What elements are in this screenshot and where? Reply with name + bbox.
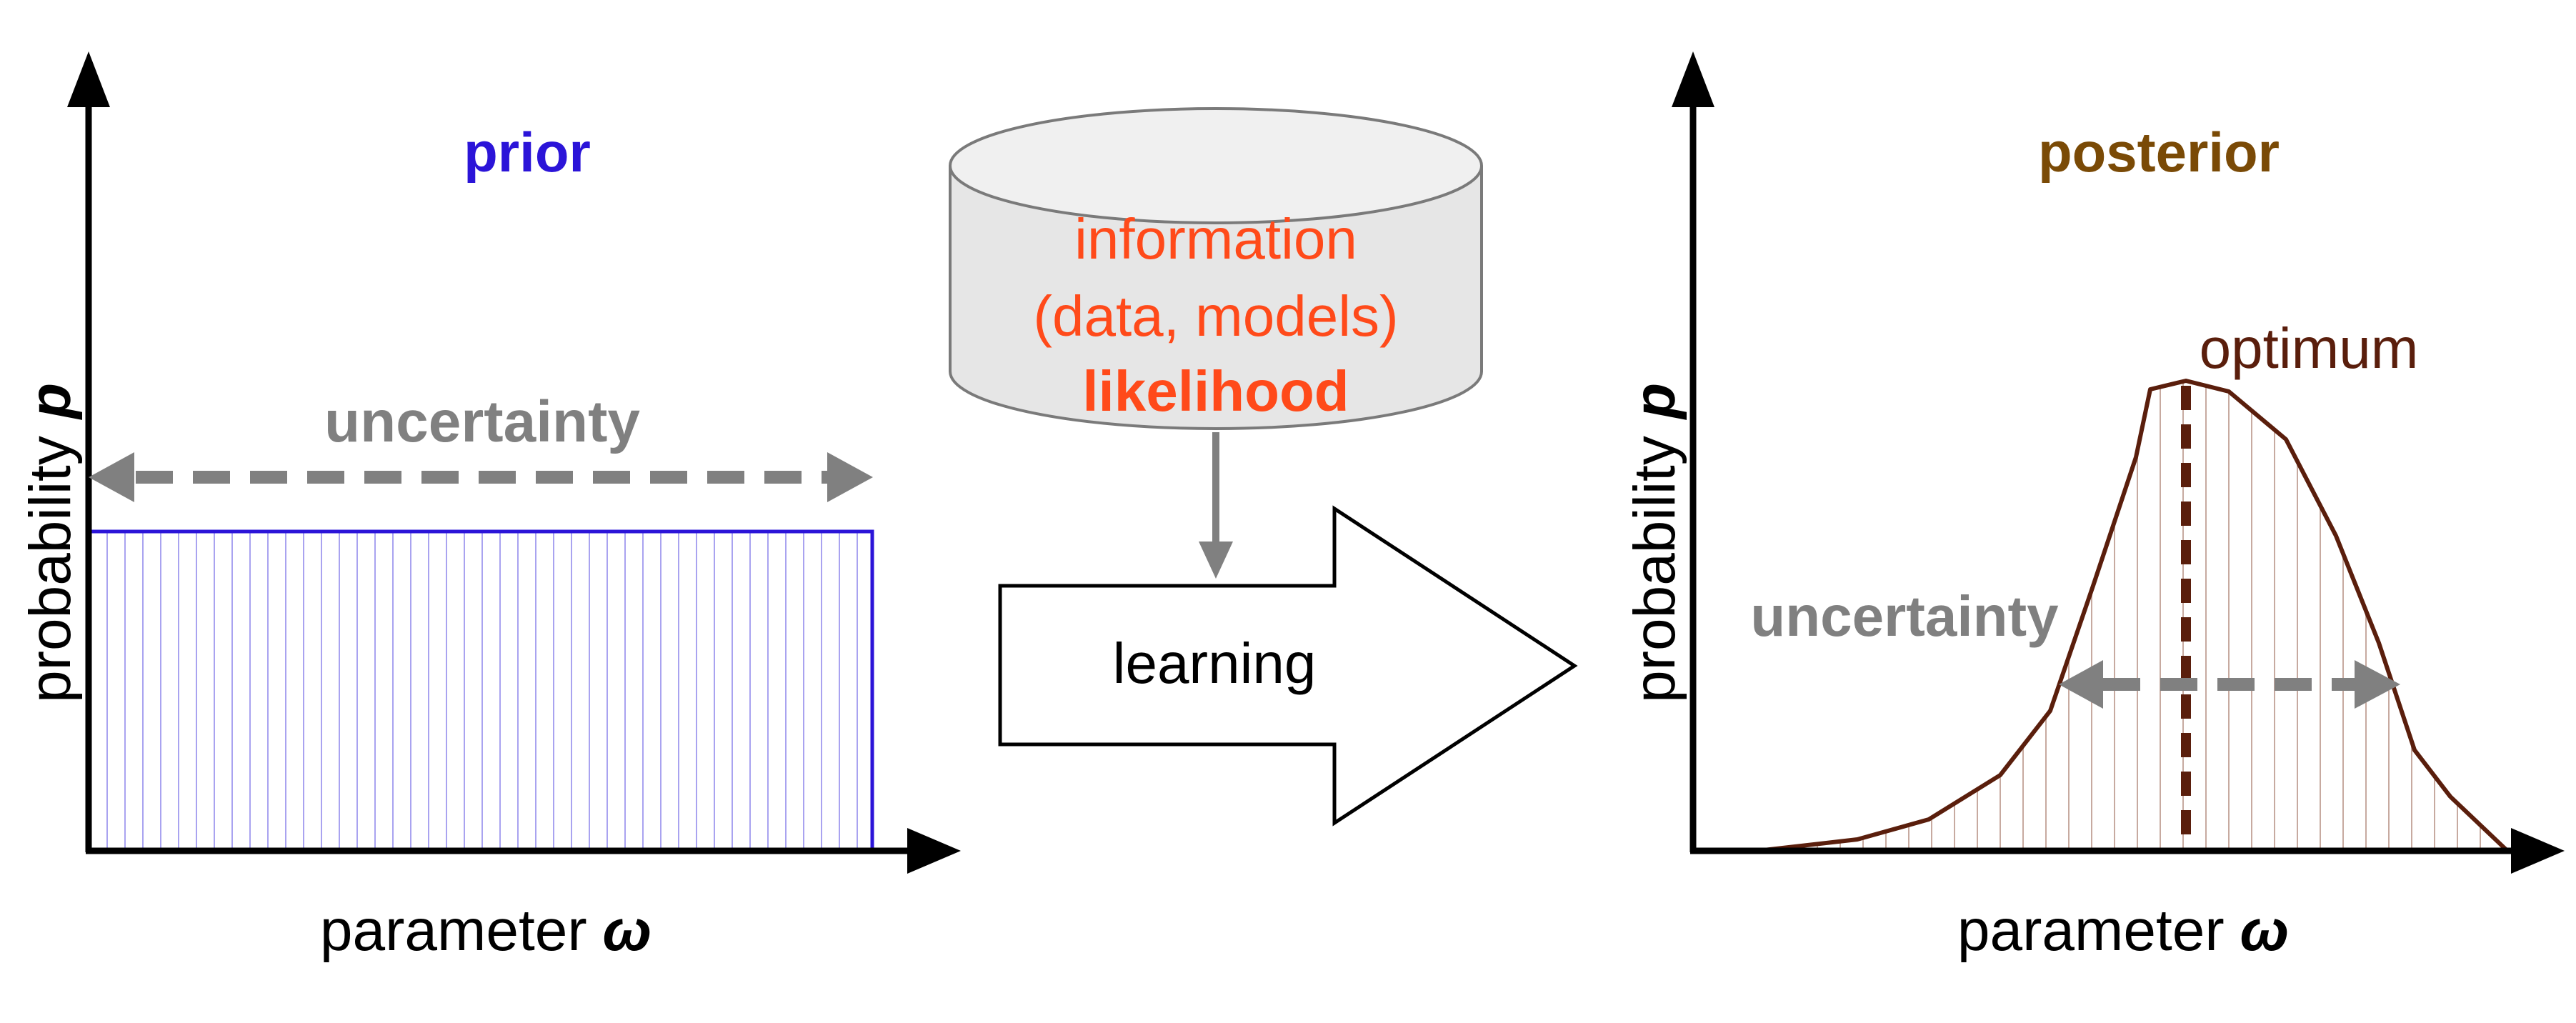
database-cylinder-top bbox=[949, 107, 1483, 224]
posterior-y-axis-text: probability bbox=[1622, 436, 1687, 703]
information-label: information bbox=[1074, 207, 1357, 271]
posterior-curve bbox=[1757, 379, 2510, 853]
posterior-x-axis-symbol: ω bbox=[2240, 898, 2289, 963]
posterior-x-axis-arrowhead bbox=[2511, 828, 2565, 874]
prior-y-axis-symbol: p bbox=[18, 383, 83, 420]
information-sub-label: (data, models) bbox=[1033, 284, 1398, 348]
posterior-uncertainty-label: uncertainty bbox=[1750, 584, 2059, 648]
posterior-uncertainty-left-arrowhead bbox=[2059, 660, 2103, 709]
prior-box bbox=[86, 529, 874, 853]
learning-label: learning bbox=[1113, 632, 1317, 695]
prior-x-axis-symbol: ω bbox=[603, 898, 652, 963]
learning-section: information (data, models) likelihood le… bbox=[949, 107, 1578, 827]
prior-uncertainty-arrow bbox=[89, 452, 873, 502]
prior-x-axis-text: parameter bbox=[320, 898, 587, 963]
svg-text:probabilityp: probability p bbox=[1622, 383, 1687, 703]
posterior-y-axis-arrowhead bbox=[1672, 51, 1714, 107]
prior-uncertainty-right-arrowhead bbox=[827, 452, 873, 502]
prior-uncertainty-left-arrowhead bbox=[89, 452, 134, 502]
posterior-title: posterior bbox=[2038, 121, 2280, 184]
likelihood-connector-arrowhead bbox=[1199, 542, 1233, 579]
database-cylinder: information (data, models) likelihood bbox=[949, 107, 1483, 430]
prior-y-axis-arrowhead bbox=[67, 51, 110, 107]
posterior-y-axis-symbol: p bbox=[1622, 383, 1687, 420]
prior-x-axis-arrowhead bbox=[907, 828, 961, 874]
svg-text:probabilityp: probability p bbox=[18, 383, 83, 703]
prior-uncertainty-label: uncertainty bbox=[324, 389, 640, 454]
prior-hatch bbox=[106, 533, 858, 849]
prior-y-axis-label: probability p bbox=[18, 383, 83, 703]
posterior-panel: posterior optimum uncertainty probabilit… bbox=[1622, 51, 2565, 963]
posterior-uncertainty-arrow bbox=[2059, 660, 2400, 709]
prior-distribution bbox=[86, 529, 874, 853]
optimum-label: optimum bbox=[2200, 316, 2419, 380]
prior-y-axis-text: probability bbox=[18, 436, 83, 703]
prior-panel: prior uncertainty probability p parameter… bbox=[18, 51, 961, 963]
learning-arrow bbox=[998, 505, 1578, 827]
posterior-x-axis-text: parameter bbox=[1957, 898, 2225, 963]
posterior-uncertainty-right-arrowhead bbox=[2355, 660, 2400, 709]
likelihood-label: likelihood bbox=[1082, 359, 1349, 423]
posterior-y-axis-label: probability p bbox=[1622, 383, 1687, 703]
prior-title: prior bbox=[464, 121, 591, 184]
